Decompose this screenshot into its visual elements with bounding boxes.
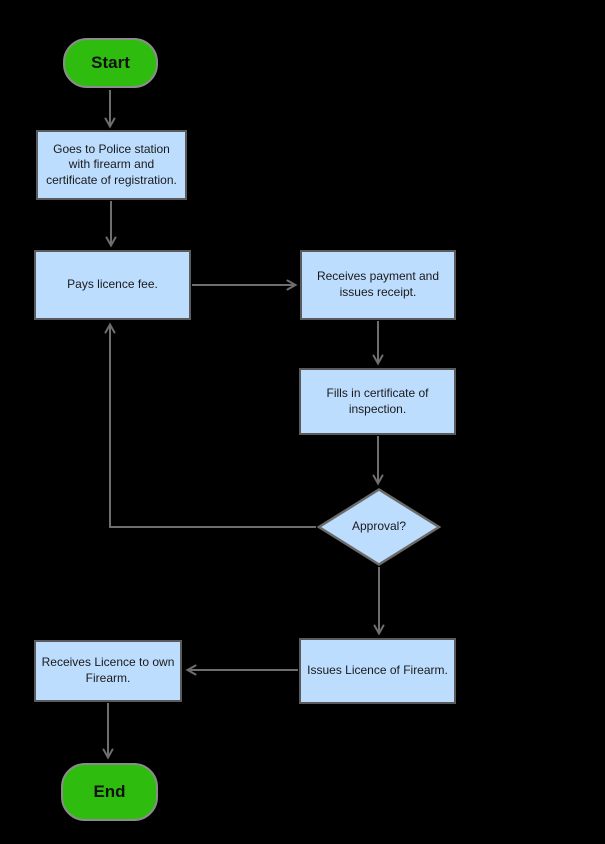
- process-issues-licence: Issues Licence of Firearm.: [299, 638, 456, 704]
- process-receives-licence: Receives Licence to own Firearm.: [34, 640, 182, 702]
- diamond-shape: [317, 488, 441, 566]
- process-receives-payment-label: Receives payment and issues receipt.: [316, 269, 440, 299]
- edge-approval-to-pays-fee-loop: [110, 325, 316, 528]
- process-pays-licence-fee: Pays licence fee.: [34, 250, 191, 320]
- process-receives-licence-label: Receives Licence to own Firearm.: [41, 655, 175, 685]
- process-fills-certificate-label: Fills in certificate of inspection.: [326, 385, 429, 416]
- decision-approval: Approval?: [317, 488, 441, 566]
- process-pays-licence-fee-label: Pays licence fee.: [67, 277, 158, 292]
- decision-approval-label: Approval?: [351, 519, 407, 534]
- process-goes-to-police-station: Goes to Police station with firearm and …: [36, 130, 187, 200]
- terminal-start-label: Start: [91, 52, 130, 72]
- terminal-start: Start: [63, 38, 158, 88]
- process-receives-payment: Receives payment and issues receipt.: [300, 250, 456, 320]
- terminal-end-label: End: [93, 781, 126, 801]
- process-fills-certificate: Fills in certificate of inspection.: [299, 368, 456, 435]
- process-issues-licence-label: Issues Licence of Firearm.: [307, 663, 448, 678]
- terminal-end: End: [61, 763, 158, 821]
- process-goes-to-police-station-label: Goes to Police station with firearm and …: [46, 141, 177, 187]
